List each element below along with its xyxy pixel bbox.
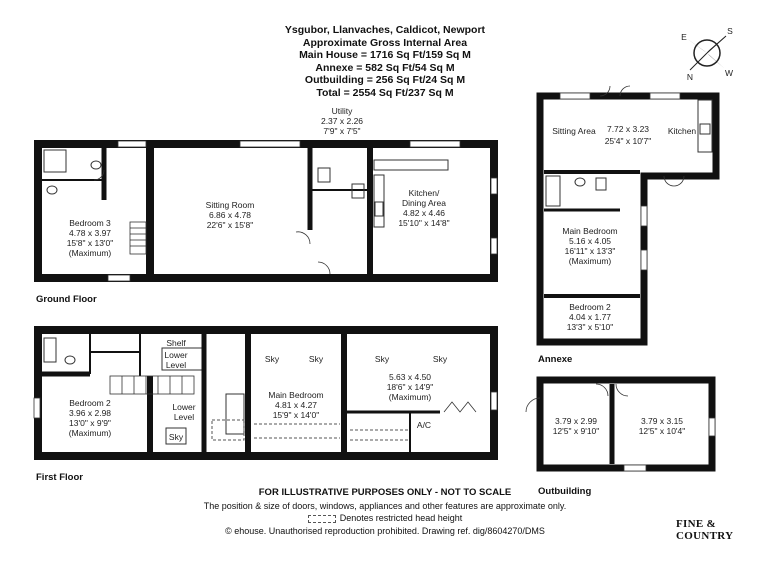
first-floor-label: First Floor bbox=[36, 472, 83, 483]
bedroom3-imperial: 15'8" x 13'0" bbox=[67, 238, 114, 248]
total-area: Total = 2554 Sq Ft/237 Sq M bbox=[316, 86, 454, 99]
main-bedroom-name: Main Bedroom bbox=[268, 390, 323, 400]
annexe-label: Annexe bbox=[538, 354, 572, 365]
outbuilding-area: Outbuilding = 256 Sq Ft/24 Sq M bbox=[304, 74, 466, 87]
main-bedroom-imperial: 15'9" x 14'0" bbox=[273, 410, 320, 420]
annexe-bedroom2-metric: 4.04 x 1.77 bbox=[569, 312, 611, 322]
address-title: Ysgubor, Llanvaches, Caldicot, Newport bbox=[284, 24, 486, 36]
sitting-room-name: Sitting Room bbox=[206, 200, 255, 210]
outbuilding-left-imperial: 12'5" x 9'10" bbox=[553, 426, 600, 436]
sky-label-3: Sky bbox=[309, 354, 324, 364]
ground-floor-plan bbox=[34, 140, 498, 282]
lower-level-2-a: Lower bbox=[172, 402, 195, 412]
sitting-room-imperial: 22'6" x 15'8" bbox=[207, 220, 254, 230]
copyright-note: © ehouse. Unauthorised reproduction proh… bbox=[225, 525, 545, 536]
right-room-metric: 5.63 x 4.50 bbox=[389, 372, 431, 382]
utility-metric: 2.37 x 2.26 bbox=[321, 116, 363, 126]
annexe-bedroom2-imperial: 13'3" x 5'10" bbox=[567, 322, 614, 332]
annexe-area: Annexe = 582 Sq Ft/54 Sq M bbox=[315, 61, 455, 74]
ground-floor-label: Ground Floor bbox=[36, 294, 97, 305]
annexe-main-bedroom-imperial: 16'11" x 13'3" bbox=[565, 246, 616, 256]
compass-w: W bbox=[725, 68, 733, 78]
gia-title: Approximate Gross Internal Area bbox=[302, 36, 468, 49]
outbuilding-right-metric: 3.79 x 3.15 bbox=[641, 416, 683, 426]
bedroom3-note: (Maximum) bbox=[69, 248, 112, 258]
sky-label-1: Sky bbox=[169, 432, 184, 442]
annexe-bedroom2-name: Bedroom 2 bbox=[569, 302, 611, 312]
annexe-dims-imperial: 25'4" x 10'7" bbox=[605, 136, 652, 146]
kitchen-name-2: Dining Area bbox=[402, 198, 446, 208]
header-block: Ysgubor, Llanvaches, Caldicot, Newport A… bbox=[240, 24, 530, 100]
lower-level-1-a: Lower bbox=[164, 350, 187, 360]
bedroom2-imperial: 13'0" x 9'9" bbox=[69, 418, 111, 428]
annexe-kitchen-label: Kitchen bbox=[668, 126, 697, 136]
annexe-main-bedroom-note: (Maximum) bbox=[569, 256, 612, 266]
ac-label: A/C bbox=[417, 420, 431, 430]
annexe-sitting-label: Sitting Area bbox=[552, 126, 596, 136]
bedroom2-note: (Maximum) bbox=[69, 428, 112, 438]
kitchen-metric: 4.82 x 4.46 bbox=[403, 208, 445, 218]
legend-row: Denotes restricted head height bbox=[170, 512, 600, 525]
sitting-room-metric: 6.86 x 4.78 bbox=[209, 210, 251, 220]
utility-name: Utility bbox=[332, 106, 354, 116]
compass-icon: E S N W bbox=[681, 26, 733, 82]
kitchen-imperial: 15'10" x 14'8" bbox=[398, 218, 449, 228]
annexe-dims-metric: 7.72 x 3.23 bbox=[607, 124, 649, 134]
annexe-main-bedroom-name: Main Bedroom bbox=[562, 226, 617, 236]
lower-level-2-b: Level bbox=[174, 412, 194, 422]
shelf-label: Shelf bbox=[166, 338, 186, 348]
right-room-imperial: 18'6" x 14'9" bbox=[387, 382, 434, 392]
compass-e: E bbox=[681, 32, 687, 42]
fine-country-logo: FINE & COUNTRY bbox=[676, 518, 734, 542]
bedroom3-name: Bedroom 3 bbox=[69, 218, 111, 228]
outbuilding-left-metric: 3.79 x 2.99 bbox=[555, 416, 597, 426]
outbuilding-label: Outbuilding bbox=[538, 486, 591, 497]
annexe-plan bbox=[536, 85, 720, 346]
sky-label-2: Sky bbox=[265, 354, 280, 364]
position-note: The position & size of doors, windows, a… bbox=[203, 500, 567, 511]
main-bedroom-metric: 4.81 x 4.27 bbox=[275, 400, 317, 410]
legend-text: Denotes restricted head height bbox=[339, 513, 463, 523]
restricted-height-swatch bbox=[307, 514, 336, 523]
main-house-area: Main House = 1716 Sq Ft/159 Sq M bbox=[299, 49, 471, 62]
right-room-note: (Maximum) bbox=[389, 392, 432, 402]
sky-label-5: Sky bbox=[433, 354, 448, 364]
kitchen-name-1: Kitchen/ bbox=[409, 188, 440, 198]
bedroom3-metric: 4.78 x 3.97 bbox=[69, 228, 111, 238]
sky-label-4: Sky bbox=[375, 354, 390, 364]
annexe-main-bedroom-metric: 5.16 x 4.05 bbox=[569, 236, 611, 246]
outbuilding-plan bbox=[525, 376, 716, 472]
bedroom2-name: Bedroom 2 bbox=[69, 398, 111, 408]
first-floor-plan bbox=[33, 326, 498, 460]
compass-n: N bbox=[687, 72, 693, 82]
compass-s: S bbox=[727, 26, 733, 36]
utility-imperial: 7'9" x 7'5" bbox=[323, 126, 360, 136]
lower-level-1-b: Level bbox=[166, 360, 186, 370]
bedroom2-metric: 3.96 x 2.98 bbox=[69, 408, 111, 418]
outbuilding-right-imperial: 12'5" x 10'4" bbox=[639, 426, 686, 436]
footer-block: FOR ILLUSTRATIVE PURPOSES ONLY - NOT TO … bbox=[170, 487, 600, 537]
illustrative-note: FOR ILLUSTRATIVE PURPOSES ONLY - NOT TO … bbox=[258, 487, 512, 498]
